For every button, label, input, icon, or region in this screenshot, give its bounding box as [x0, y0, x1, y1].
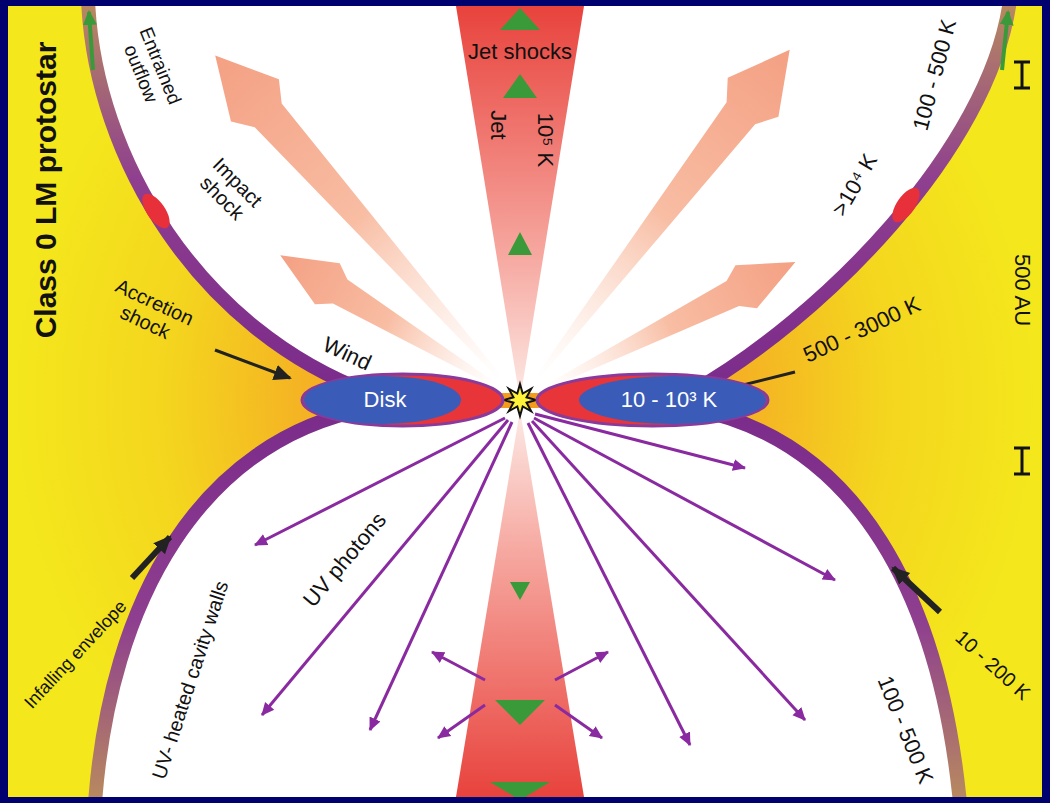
outflow-arrow — [89, 12, 93, 70]
infall-arrow — [132, 537, 170, 578]
uv-photon-arrow — [438, 705, 485, 738]
disk-body — [579, 376, 766, 424]
disk: Disk — [300, 372, 505, 428]
uv-photon-arrow — [534, 418, 835, 580]
uv-photon-arrow — [432, 652, 485, 680]
disk: 10 - 10³ K — [535, 372, 770, 428]
cavity-wall — [95, 408, 370, 797]
jet-shock — [503, 74, 537, 98]
jet — [455, 410, 585, 797]
disk-hot-rim — [537, 374, 768, 426]
accretion-arrow — [215, 350, 290, 378]
uv-photon-arrow — [370, 422, 512, 730]
cavity-wall — [690, 408, 960, 797]
uv-photon-arrow — [528, 423, 690, 745]
uv-photon-arrow — [532, 421, 805, 720]
jet-shocks-label: Jet shocks — [468, 40, 572, 64]
impact-shock — [137, 189, 175, 232]
uv-photon-arrow — [555, 705, 602, 738]
jet-shock — [508, 232, 532, 255]
uv-photon-arrow — [555, 652, 608, 680]
lower-cavity — [95, 408, 960, 797]
scale-tick — [1014, 448, 1030, 474]
temperature-label: 10⁵ K — [533, 113, 557, 167]
jet-shock — [495, 700, 545, 725]
diagram-title: Class 0 LM protostar — [29, 42, 62, 339]
jet-shock — [500, 8, 540, 30]
protostar — [504, 384, 536, 416]
disk-body — [304, 376, 461, 424]
wind-arrow — [512, 30, 815, 397]
jet-shock — [510, 582, 530, 600]
outflow-arrow — [1002, 12, 1008, 70]
disk-label: 10 - 10³ K — [621, 387, 718, 413]
scale-label: 500 AU — [1010, 254, 1034, 326]
infall-arrow — [893, 568, 940, 612]
cavity-wall — [690, 6, 1010, 393]
impact-shock — [887, 183, 925, 226]
scale-tick — [1014, 62, 1030, 88]
disk-hot-rim — [302, 374, 503, 426]
jet-shock — [490, 782, 550, 797]
uv-photon-arrow — [262, 420, 508, 715]
envelope-ground — [8, 6, 1042, 797]
disk-label: Disk — [364, 387, 407, 413]
jet-label: Jet — [486, 110, 510, 139]
